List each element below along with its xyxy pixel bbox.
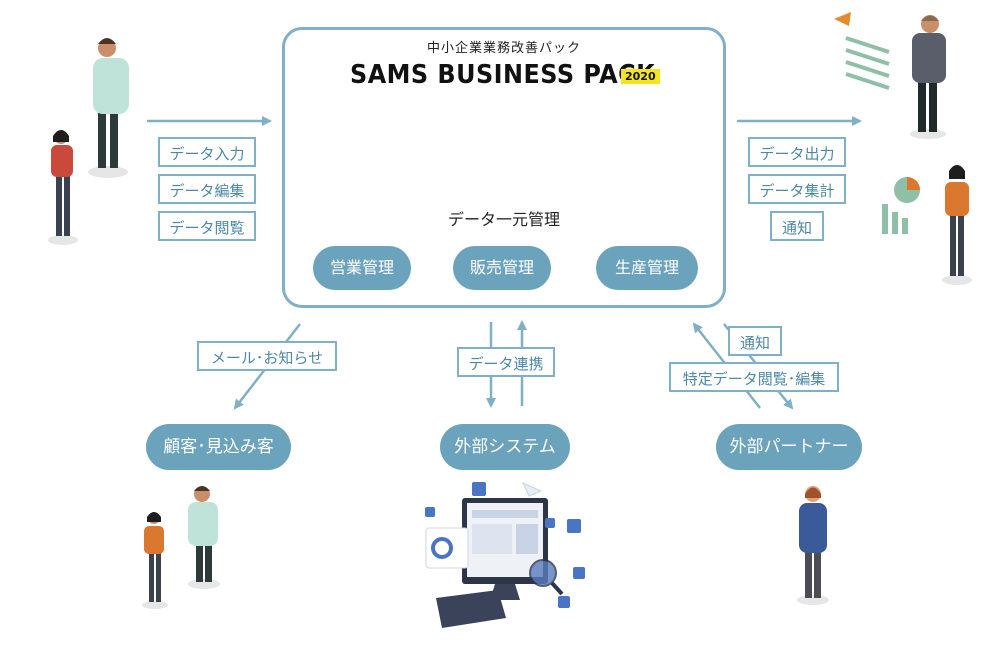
- floating-ui-icons: [425, 482, 585, 608]
- flow-production-management: 生産管理: [596, 246, 698, 290]
- flow-sales-distribution: 販売管理: [453, 246, 551, 290]
- person-man-mint-icon: [88, 38, 129, 178]
- computer-monitor-icon: [462, 498, 548, 600]
- tag-data-input: データ入力: [158, 137, 256, 167]
- person-man-bottom-icon: [188, 486, 220, 589]
- pie-chart-icon: [894, 177, 920, 203]
- central-management-label: データ一元管理: [447, 210, 560, 229]
- node-external-partner: 外部パートナー: [716, 424, 862, 470]
- tag-notify: 通知: [770, 211, 824, 241]
- bar-chart-icon: [882, 204, 908, 234]
- tag-data-integration: データ連携: [457, 347, 555, 377]
- node-customer: 顧客･見込み客: [146, 424, 291, 470]
- person-partner-icon: [797, 486, 829, 605]
- tag-data-aggregate: データ集計: [748, 174, 846, 204]
- tag-data-output: データ出力: [748, 137, 846, 167]
- year-badge: 2020: [621, 69, 660, 84]
- keyboard-icon: [436, 590, 506, 628]
- gauge-card-icon: [425, 527, 469, 569]
- paper-plane-icon: [521, 482, 543, 497]
- node-external-system: 外部システム: [440, 424, 570, 470]
- tag-partner-view-edit: 特定データ閲覧･編集: [669, 362, 839, 392]
- flow-sales-management: 営業管理: [313, 246, 411, 290]
- person-woman-orange-icon: [942, 165, 972, 285]
- product-brand: SAMS BUSINESS PACK: [350, 60, 656, 90]
- tag-partner-notify: 通知: [728, 326, 782, 356]
- magnifier-icon: [529, 559, 564, 596]
- person-woman-red-icon: [48, 130, 78, 245]
- tag-data-edit: データ編集: [158, 174, 256, 204]
- flag-icon: [834, 12, 851, 26]
- product-subtitle: 中小企業業務改善パック: [426, 41, 581, 56]
- document-stripes-icon: [845, 36, 890, 90]
- person-man-gray-icon: [910, 15, 946, 139]
- person-woman-bottom-icon: [142, 512, 168, 609]
- tag-data-view: データ閲覧: [158, 211, 256, 241]
- tag-mail-notice: メール･お知らせ: [197, 341, 337, 371]
